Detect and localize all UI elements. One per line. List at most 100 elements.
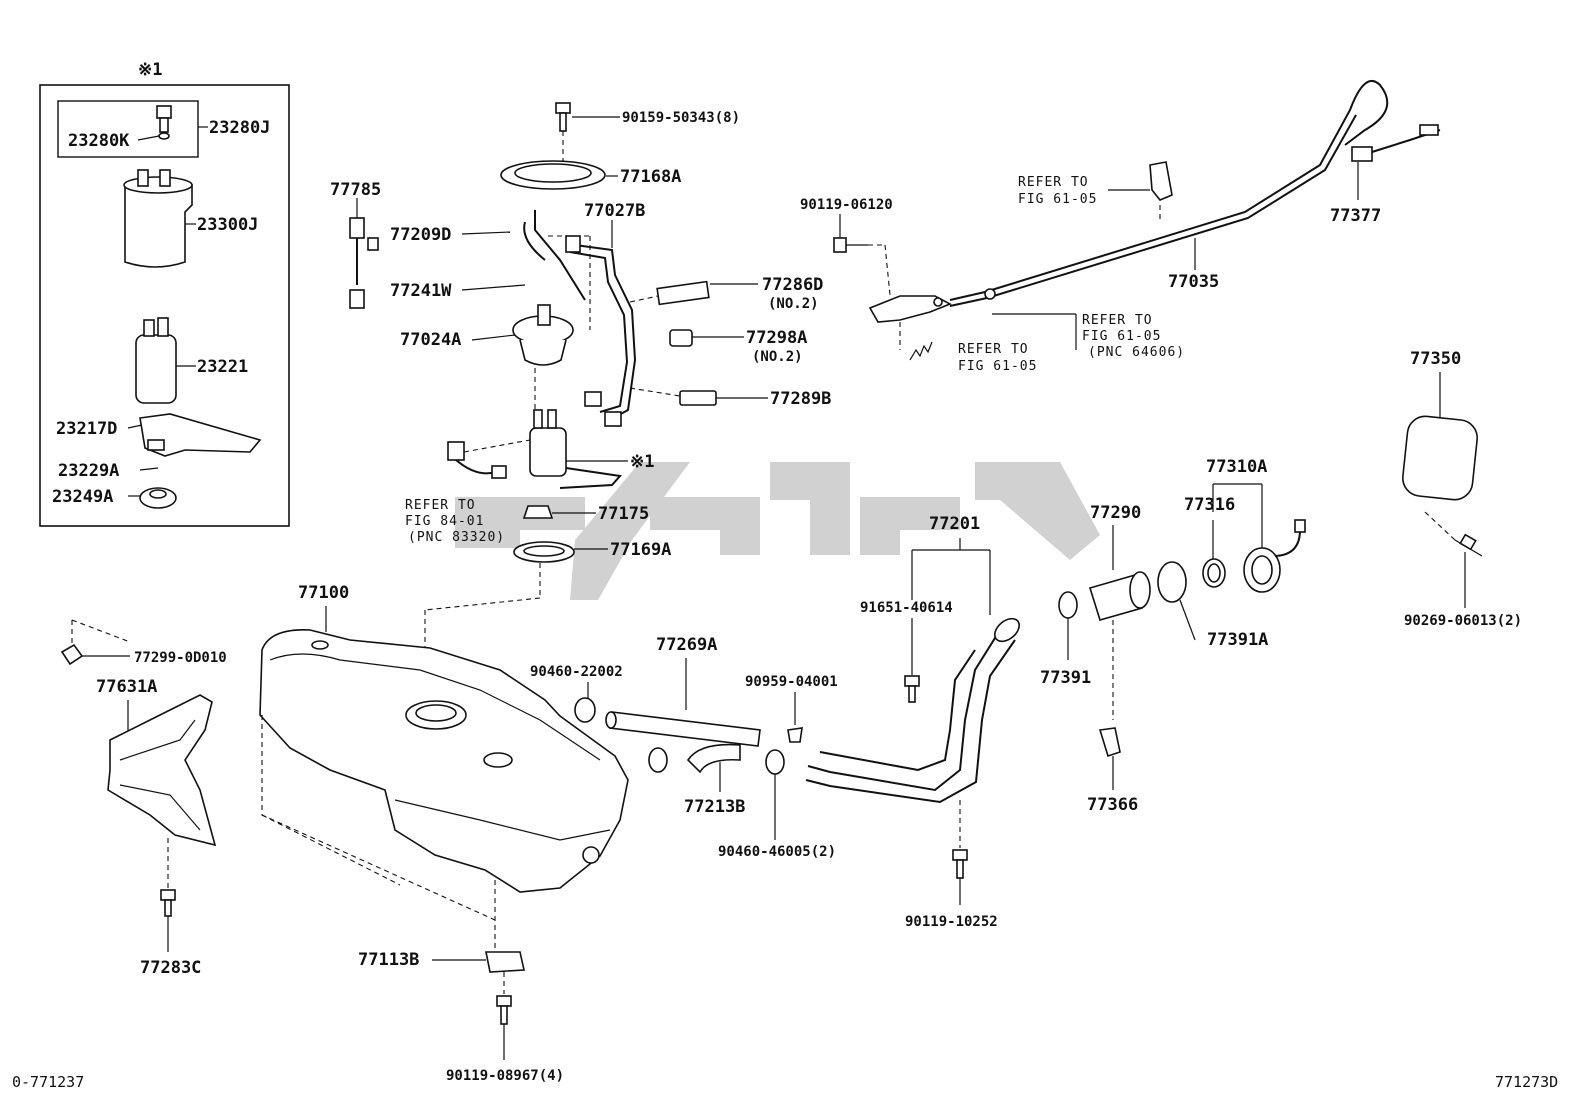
label-23221: 23221	[197, 357, 248, 377]
label-23300J: 23300J	[197, 215, 258, 235]
label-77100: 77100	[298, 583, 349, 603]
fuel-filter-icon	[123, 169, 193, 268]
top-center-group: 90159-50343(8) 77168A 77785 77209D 77241…	[330, 102, 831, 700]
label-77169A: 77169A	[610, 540, 671, 560]
filler-pipe-icon	[805, 617, 1020, 804]
footer-right-code: 771273D	[1495, 1073, 1558, 1091]
clamp-right-icon	[765, 749, 785, 775]
pump-module-icon	[529, 409, 622, 489]
gasket-77316-icon	[1202, 558, 1226, 588]
label-77175: 77175	[598, 504, 649, 524]
breather-hose-icon	[605, 711, 761, 747]
pump-bracket-icon	[139, 413, 262, 457]
hoses-group: 90460-22002 77269A 77213B 90959-04001 90…	[530, 635, 838, 860]
cushion-77175-icon	[522, 505, 554, 519]
hose-77213B-icon	[686, 743, 741, 774]
inset-subframe	[57, 100, 199, 158]
label-23249A: 23249A	[52, 487, 113, 507]
label-90269-06013: 90269-06013(2)	[1404, 613, 1522, 629]
tube-connector-icon	[565, 235, 581, 253]
filler-neck-icon	[1088, 571, 1151, 621]
label-77377: 77377	[1330, 206, 1381, 226]
bolt-icon	[555, 102, 571, 132]
ref-61-05-b-line2: FIG 61-05	[1082, 329, 1161, 344]
tank-protector-icon	[107, 694, 217, 847]
ref-61-05-a-line1: REFER TO	[1018, 175, 1089, 190]
label-90460-22002: 90460-22002	[530, 664, 623, 680]
tube-joint-icon	[669, 329, 693, 347]
watermark-logo	[455, 462, 1100, 600]
label-77391: 77391	[1040, 668, 1091, 688]
cable-end-icon	[1351, 124, 1441, 162]
label-ref-1: ※1	[630, 452, 654, 472]
clamp-icon	[679, 390, 717, 406]
label-23280K: 23280K	[68, 131, 130, 151]
label-23217D: 23217D	[56, 419, 117, 439]
label-77289B: 77289B	[770, 389, 831, 409]
label-77024A: 77024A	[400, 330, 461, 350]
ref-61-05-c-line1: REFER TO	[958, 342, 1029, 357]
label-77241W: 77241W	[390, 281, 452, 301]
tube-clamp-icon	[656, 280, 710, 306]
label-77269A: 77269A	[656, 635, 717, 655]
cable-clip-icon	[1149, 161, 1173, 201]
fuel-sender-icon	[349, 217, 379, 309]
inset-marker: ※1	[138, 60, 162, 80]
filler-area-group: 77310A 77316 77290 77391A 77391	[805, 457, 1306, 930]
check-valve-icon	[156, 105, 172, 140]
ref-61-05-c-line2: FIG 61-05	[958, 359, 1037, 374]
footer-left-code: 0-771237	[12, 1073, 84, 1091]
label-90119-06120: 90119-06120	[800, 197, 893, 213]
label-77366: 77366	[1087, 795, 1138, 815]
fuel-lid-group: 77350 90269-06013(2)	[1401, 349, 1522, 629]
hinge-screw-icon	[1454, 533, 1483, 557]
ref-61-05-a-line2: FIG 61-05	[1018, 192, 1097, 207]
clip-icon	[139, 467, 159, 471]
ref-61-05-b-line3: (PNC 64606)	[1088, 345, 1185, 360]
hose-clamp-icon	[574, 697, 596, 723]
grommet-icon	[60, 643, 84, 666]
label-77027B: 77027B	[584, 201, 645, 221]
fuel-pump-icon	[135, 317, 177, 404]
label-77298A-sub: (NO.2)	[752, 349, 803, 365]
inset-frame	[39, 84, 290, 527]
label-77316: 77316	[1184, 495, 1235, 515]
label-77785: 77785	[330, 180, 381, 200]
label-77298A: 77298A	[746, 328, 807, 348]
label-77113B: 77113B	[358, 950, 419, 970]
label-90959-04001: 90959-04001	[745, 674, 838, 690]
retainer-ring-icon	[500, 160, 606, 190]
label-90119-08967: 90119-08967(4)	[446, 1068, 564, 1084]
connector-icon	[447, 441, 507, 479]
label-77631A: 77631A	[96, 677, 157, 697]
label-77283C: 77283C	[140, 958, 201, 978]
fuel-tank-icon	[259, 629, 629, 893]
label-77290: 77290	[1090, 503, 1141, 523]
label-23280J: 23280J	[209, 118, 270, 138]
label-77299-0D010: 77299-0D010	[134, 650, 227, 666]
screw-icon	[833, 237, 868, 253]
bolt-90119-10252-icon	[952, 849, 968, 879]
ref-84-01-line2: FIG 84-01	[405, 514, 484, 529]
ref-61-05-b-line1: REFER TO	[1082, 313, 1153, 328]
fuel-lid-opener-group: 90119-06120 REFER TO FIG 61-05 REFER TO …	[800, 79, 1441, 374]
protector-group: 77299-0D010 77631A 77283C	[60, 619, 227, 978]
label-23229A: 23229A	[58, 461, 119, 481]
clip-90959-icon	[787, 727, 803, 743]
fuel-tank-group: 77100 77113B 90119-08967(4)	[259, 583, 629, 1084]
label-77391A: 77391A	[1207, 630, 1268, 650]
fuel-tube-icon	[574, 244, 637, 421]
fuel-cap-icon	[1243, 519, 1306, 593]
label-77310A: 77310A	[1206, 457, 1267, 477]
gasket-icon	[513, 541, 575, 563]
label-90159-50343: 90159-50343(8)	[622, 110, 740, 126]
ref-84-01-line1: REFER TO	[405, 498, 476, 513]
bolt-91651-icon	[904, 675, 920, 703]
opener-cable-icon	[949, 79, 1389, 301]
label-77286D-sub: (NO.2)	[768, 296, 819, 312]
label-77201: 77201	[929, 514, 980, 534]
suction-plate-icon	[512, 210, 586, 366]
label-90460-46005: 90460-46005(2)	[718, 844, 836, 860]
label-91651-40614: 91651-40614	[860, 600, 953, 616]
